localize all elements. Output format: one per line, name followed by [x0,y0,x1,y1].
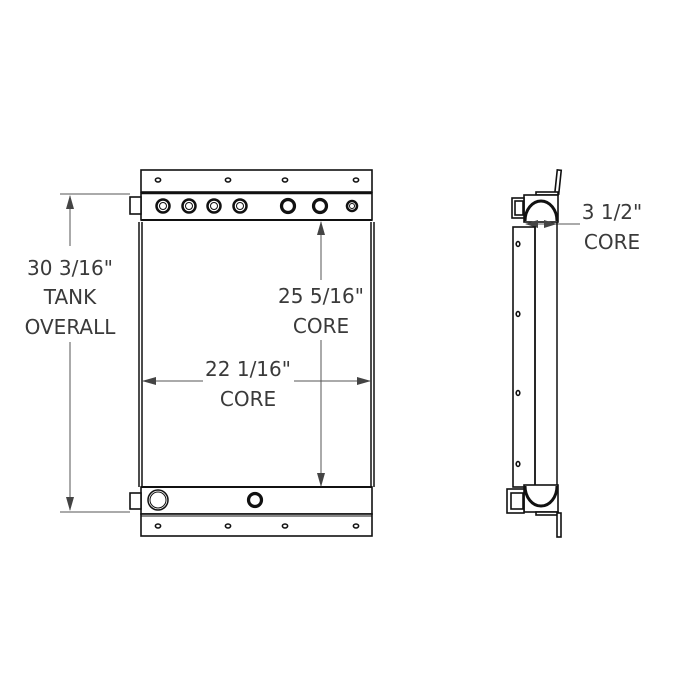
port-icon [232,198,248,214]
port-icon [279,197,297,215]
bottom-mounting-flange [140,513,373,537]
core [138,222,375,487]
mount-hole [224,177,232,183]
port-icon [147,489,169,511]
mount-hole [515,460,521,468]
mount-hole [154,523,162,529]
tank-overall-label: TANK [43,285,97,309]
core-depth-value: 3 1/2" [582,200,642,224]
mount-hole [515,389,521,397]
bottom-outlet-stub [129,492,142,510]
arrow-left-icon [525,220,538,228]
bottom-mounting-holes [154,523,360,529]
front-view [129,169,375,537]
bottom-tank-ports [147,489,264,511]
port-icon [155,198,171,214]
mount-hole [281,523,289,529]
arrow-right-icon [357,377,371,385]
dimension-core-depth: 3 1/2" CORE [582,200,642,254]
port-icon [345,199,359,213]
arrow-right-icon [544,220,557,228]
arrow-up-icon [66,195,74,209]
port-icon [181,198,197,214]
mount-hole [154,177,162,183]
bottom-bracket-tab [556,512,562,538]
top-mounting-holes [154,177,360,183]
mount-hole [352,177,360,183]
mount-hole [281,177,289,183]
top-mounting-flange [140,169,373,193]
port-icon [311,197,329,215]
top-bracket-tab [553,168,563,196]
arrow-down-icon [66,497,74,511]
core-depth-label: CORE [584,230,640,254]
arrow-up-icon [317,221,325,235]
top-tank-ports [155,197,359,215]
dimension-core-width: 22 1/16" CORE [142,357,371,411]
core-width-label: CORE [220,387,276,411]
dimension-core-height: 25 5/16" CORE [278,221,364,487]
arrow-down-icon [317,473,325,487]
mount-hole [515,310,521,318]
side-view [506,168,580,538]
mount-hole [515,240,521,248]
core-width-value: 22 1/16" [205,357,291,381]
side-mount-holes [515,240,521,468]
tank-overall-value: 30 3/16" [27,256,113,280]
port-icon [206,198,222,214]
top-inlet-stub [129,196,142,215]
core-height-label: CORE [293,314,349,338]
port-icon [246,491,264,509]
core-height-value: 25 5/16" [278,284,364,308]
bottom-bracket [535,511,559,516]
mount-hole [352,523,360,529]
top-tank [140,192,373,221]
mount-hole [224,523,232,529]
top-tank-dome [523,199,559,222]
side-frame [512,226,536,488]
dimension-tank-overall: 30 3/16" TANK OVERALL [25,193,130,513]
bottom-tank-dome [523,485,559,508]
arrow-left-icon [142,377,156,385]
tank-overall-label-2: OVERALL [25,315,117,339]
